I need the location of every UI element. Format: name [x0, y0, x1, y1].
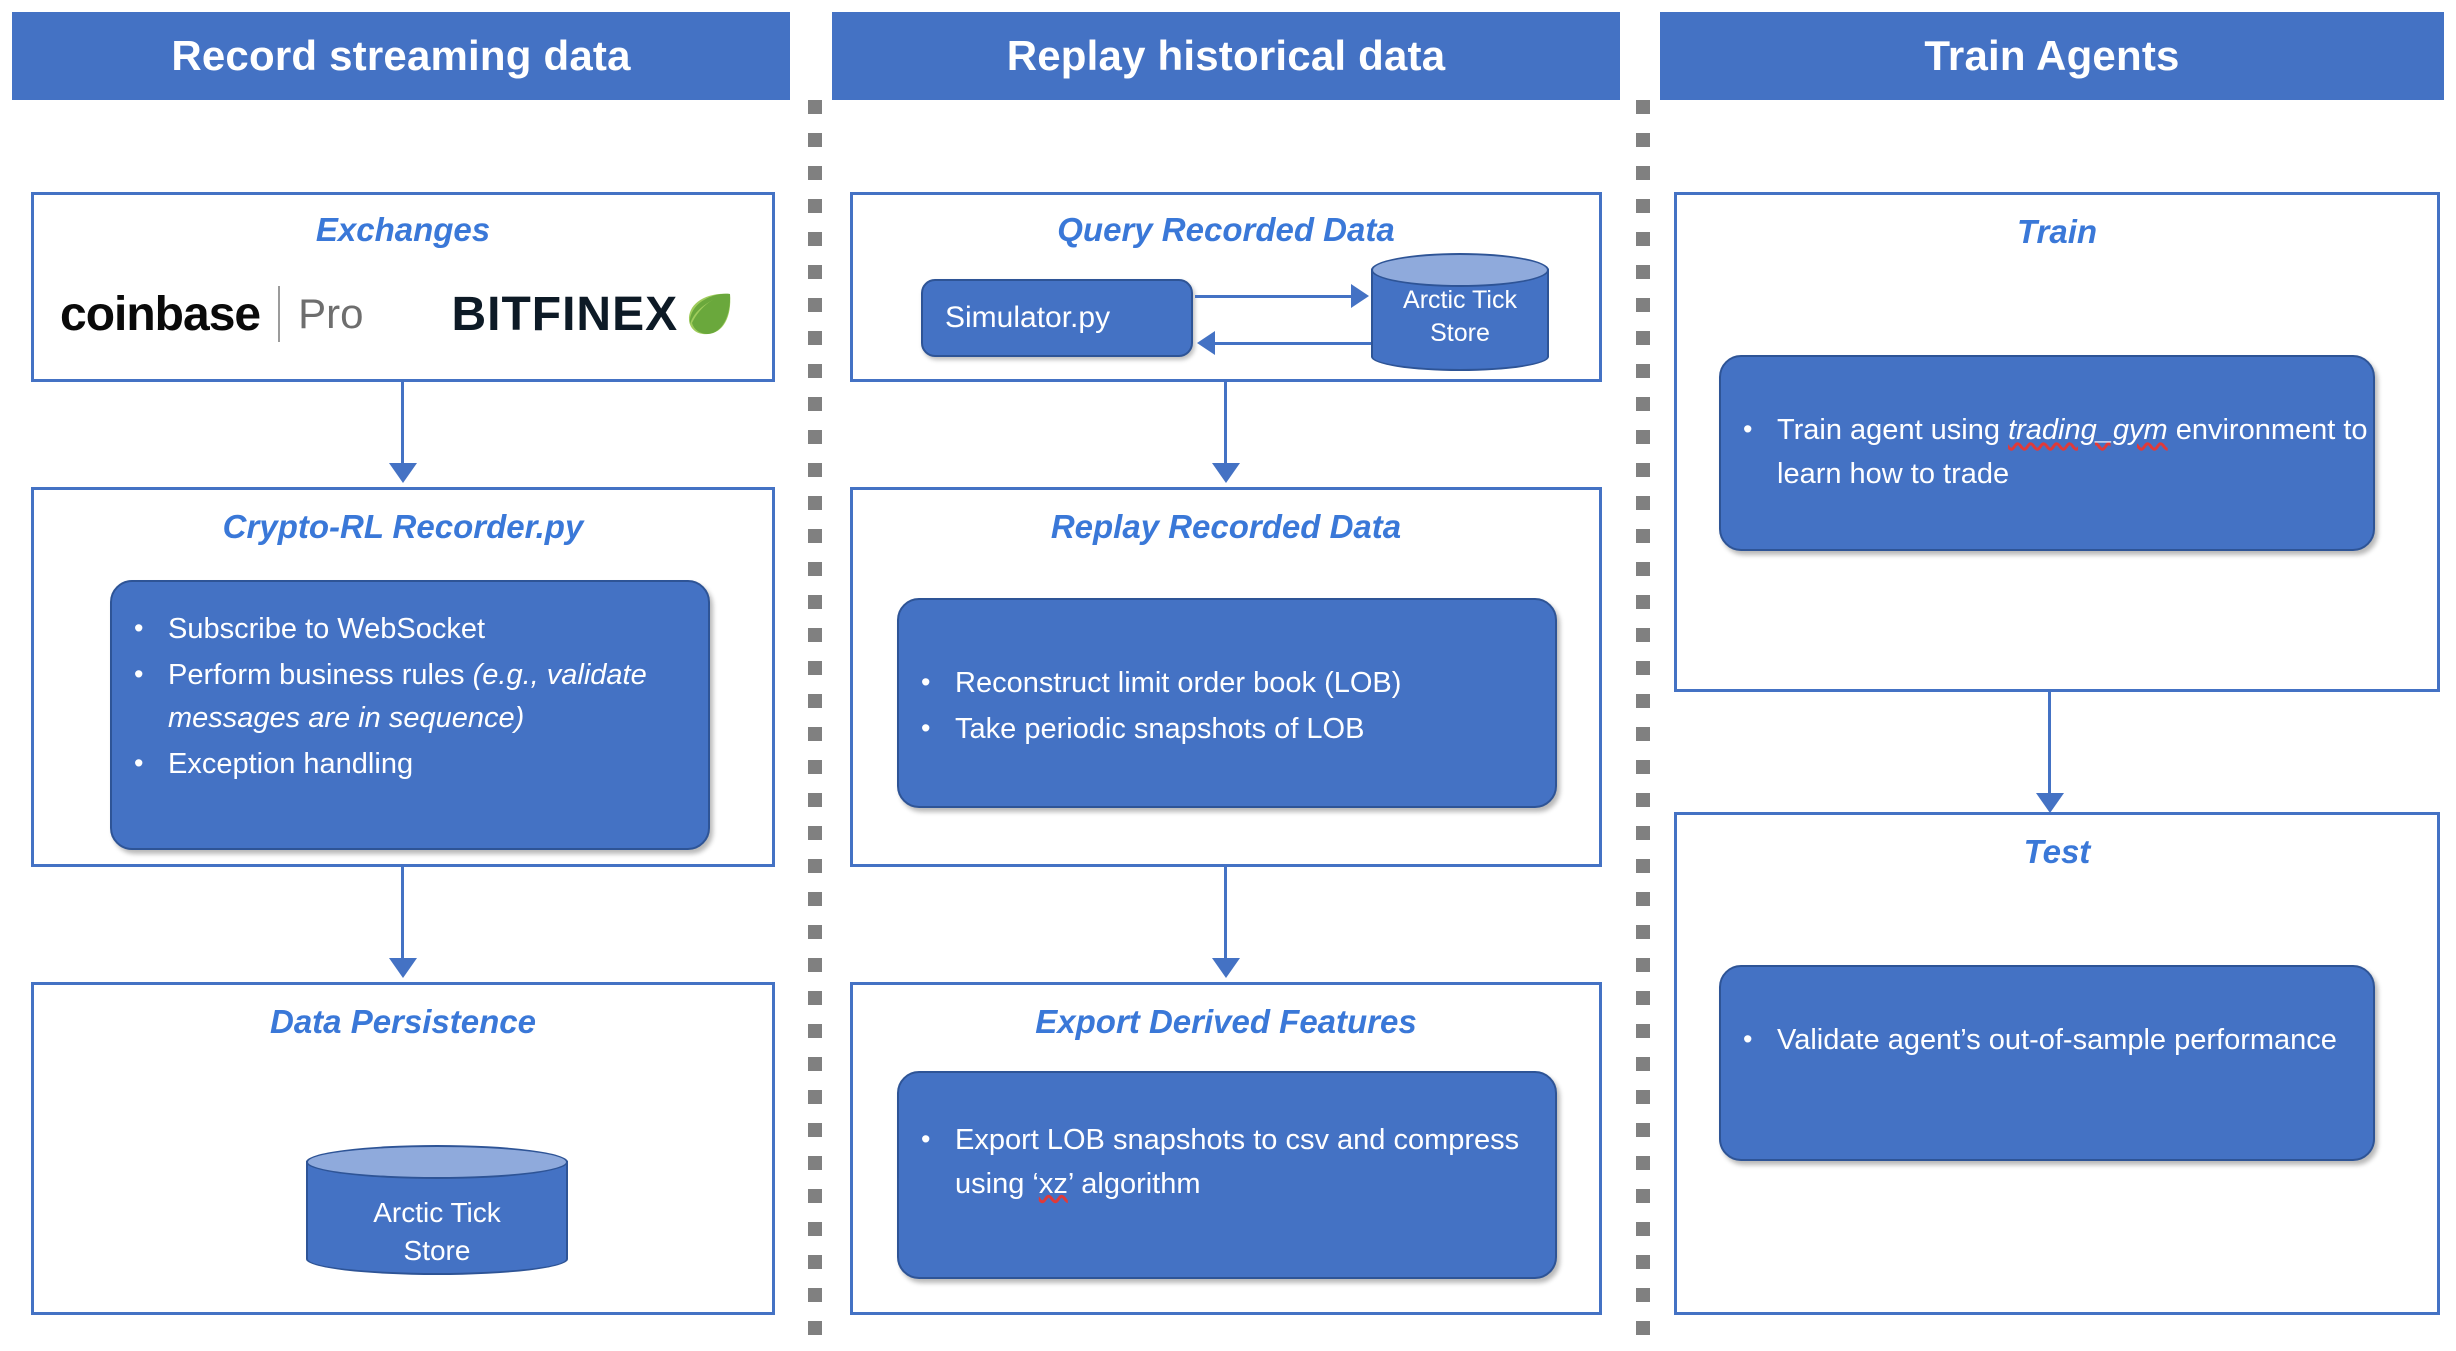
- stage-test: Test Validate agent’s out-of-sample perf…: [1674, 812, 2440, 1315]
- bullet-text-tail: environment to learn how to trade: [1777, 414, 2368, 490]
- connector-db-to-simulator: [1215, 342, 1373, 345]
- bullet-text: Validate agent’s out-of-sample performan…: [1777, 1024, 2337, 1056]
- bullet-text: Perform business rules: [168, 658, 473, 691]
- arrowhead-right-icon: [1351, 284, 1369, 308]
- column-header-label: Train Agents: [1924, 32, 2180, 79]
- simulator-box: Simulator.py: [921, 279, 1193, 357]
- bullet-text: Exception handling: [168, 747, 414, 780]
- arrowhead-down-icon: [2036, 793, 2064, 813]
- connector-train-to-test: [2048, 692, 2051, 796]
- stage-title-query: Query Recorded Data: [1057, 211, 1395, 248]
- bullet-text-italic: (e.g., validate messages are in sequence…: [168, 658, 647, 735]
- exchange-logo-row: coinbase Pro BITFINEX: [34, 269, 772, 359]
- column-header-label: Record streaming data: [171, 32, 631, 79]
- column-train-agents: Train Agents Train Train agent using tra…: [1660, 0, 2456, 1351]
- database-label-line2: Store: [1430, 319, 1490, 348]
- test-card: Validate agent’s out-of-sample performan…: [1719, 965, 2375, 1161]
- bullet-text: Reconstruct limit order book (LOB): [955, 667, 1402, 699]
- stage-replay-recorded-data: Replay Recorded Data Reconstruct limit o…: [850, 487, 1602, 867]
- list-item: Export LOB snapshots to csv and compress…: [899, 1119, 1555, 1206]
- database-label: Arctic Tick Store: [306, 1194, 568, 1270]
- export-card: Export LOB snapshots to csv and compress…: [897, 1071, 1557, 1279]
- column-record-streaming-data: Record streaming data Exchanges coinbase…: [0, 0, 790, 1351]
- stage-title-export: Export Derived Features: [1035, 1003, 1417, 1040]
- stage-exchanges: Exchanges coinbase Pro BITFINEX: [31, 192, 775, 382]
- list-item: Subscribe to WebSocket: [112, 608, 708, 652]
- coinbase-divider: [278, 286, 281, 342]
- list-item: Perform business rules (e.g., validate m…: [112, 654, 708, 741]
- leaf-icon: [684, 289, 734, 339]
- stage-title-train: Train: [2016, 213, 2098, 250]
- replay-card: Reconstruct limit order book (LOB) Take …: [897, 598, 1557, 808]
- connector-recorder-to-persistence: [401, 867, 404, 961]
- database-label-line1: Arctic Tick: [373, 1197, 501, 1229]
- bullet-text-misspelled: xz: [1038, 1167, 1068, 1200]
- column-divider-2: [1636, 100, 1650, 1350]
- connector-query-to-replay: [1224, 382, 1227, 466]
- stage-title-replay: Replay Recorded Data: [1050, 508, 1402, 545]
- connector-exchanges-to-recorder: [401, 382, 404, 466]
- database-label-line1: Arctic Tick: [1403, 285, 1517, 314]
- database-cylinder-arctic-tick-store: Arctic Tick Store: [306, 1145, 568, 1275]
- stage-title-exchanges: Exchanges: [315, 211, 491, 248]
- bullet-text: Export LOB snapshots to csv and compress…: [955, 1124, 1520, 1200]
- database-cylinder-arctic-tick-store: Arctic Tick Store: [1371, 253, 1549, 371]
- column-header-train: Train Agents: [1660, 12, 2444, 100]
- arrowhead-down-icon: [389, 463, 417, 483]
- list-item: Train agent using trading_gym environmen…: [1721, 409, 2373, 496]
- coinbase-logo-text: coinbase: [60, 287, 261, 341]
- cylinder-body: [306, 1161, 568, 1275]
- bullet-text-tail: ’ algorithm: [1067, 1167, 1201, 1200]
- arrowhead-down-icon: [1212, 958, 1240, 978]
- column-header-label: Replay historical data: [1006, 32, 1446, 79]
- column-header-record: Record streaming data: [12, 12, 790, 100]
- stage-recorder: Crypto-RL Recorder.py Subscribe to WebSo…: [31, 487, 775, 867]
- stage-train: Train Train agent using trading_gym envi…: [1674, 192, 2440, 692]
- coinbase-pro-label: Pro: [298, 290, 364, 337]
- cylinder-top: [1371, 253, 1549, 287]
- bullet-text: Take periodic snapshots of LOB: [955, 712, 1365, 745]
- stage-data-persistence: Data Persistence Arctic Tick Store: [31, 982, 775, 1315]
- list-item: Exception handling: [112, 743, 708, 787]
- stage-export-derived-features: Export Derived Features Export LOB snaps…: [850, 982, 1602, 1315]
- arrowhead-down-icon: [1212, 463, 1240, 483]
- cylinder-top: [306, 1145, 568, 1179]
- bitfinex-logo-text: BITFINEX: [451, 287, 679, 341]
- stage-query-recorded-data: Query Recorded Data Simulator.py Arctic …: [850, 192, 1602, 382]
- column-header-replay: Replay historical data: [832, 12, 1620, 100]
- database-label: Arctic Tick Store: [1371, 284, 1549, 352]
- bullet-text-misspelled: trading_gym: [2008, 414, 2168, 446]
- train-card: Train agent using trading_gym environmen…: [1719, 355, 2375, 551]
- connector-simulator-to-db: [1195, 295, 1353, 298]
- bullet-text: Train agent using: [1777, 414, 2009, 446]
- arrowhead-left-icon: [1197, 331, 1215, 355]
- stage-title-test: Test: [2023, 833, 2091, 870]
- arrowhead-down-icon: [389, 958, 417, 978]
- recorder-card: Subscribe to WebSocket Perform business …: [110, 580, 710, 850]
- stage-title-recorder: Crypto-RL Recorder.py: [222, 508, 584, 545]
- list-item: Take periodic snapshots of LOB: [899, 708, 1555, 752]
- simulator-label: Simulator.py: [945, 301, 1111, 334]
- stage-title-persistence: Data Persistence: [270, 1003, 536, 1040]
- list-item: Reconstruct limit order book (LOB): [899, 662, 1555, 706]
- column-replay-historical-data: Replay historical data Query Recorded Da…: [832, 0, 1620, 1351]
- connector-replay-to-export: [1224, 867, 1227, 961]
- bullet-text: Subscribe to WebSocket: [168, 613, 486, 645]
- database-label-line2: Store: [403, 1235, 471, 1267]
- column-divider-1: [808, 100, 822, 1350]
- list-item: Validate agent’s out-of-sample performan…: [1721, 1019, 2373, 1063]
